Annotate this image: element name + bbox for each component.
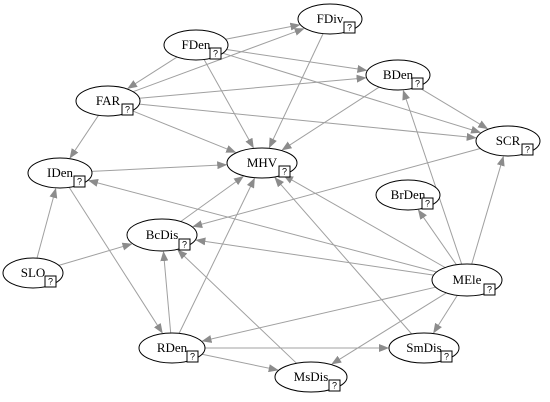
question-badge-icon[interactable]: [328, 379, 341, 392]
question-badge-label: ?: [190, 352, 195, 362]
question-badge-label: ?: [125, 105, 130, 115]
edge-iden-to-mhv: [91, 161, 228, 172]
edge-iden-to-rden: [68, 187, 163, 334]
edge-mele-to-scr: [471, 155, 505, 265]
node-mele[interactable]: MEle?: [431, 263, 503, 297]
edge-fden-to-scr: [222, 52, 482, 134]
question-badge-icon[interactable]: [483, 283, 496, 296]
question-badge-icon[interactable]: [209, 47, 222, 60]
node-slo[interactable]: SLO?: [2, 257, 64, 289]
node-bcdis[interactable]: BcDis?: [126, 218, 198, 252]
node-label: RDen: [157, 340, 188, 355]
question-badge-icon[interactable]: [44, 275, 57, 288]
edge-mele-to-msdis: [331, 292, 447, 365]
edge-far-to-bden: [139, 74, 367, 99]
edge-bden-to-mhv: [281, 86, 380, 151]
edge-mele-to-iden: [88, 179, 437, 273]
question-badge-icon[interactable]: [343, 21, 356, 34]
node-label: FDen: [182, 37, 211, 52]
edge-rden-to-msdis: [201, 353, 279, 373]
node-label: BrDen: [391, 187, 426, 202]
edge-far-to-mhv: [132, 110, 237, 153]
question-badge-icon[interactable]: [521, 143, 534, 156]
node-iden[interactable]: IDen?: [27, 157, 93, 189]
question-badge-icon[interactable]: [73, 175, 86, 188]
question-badge-label: ?: [525, 145, 530, 155]
edge-mele-to-rden: [201, 286, 436, 343]
question-badge-label: ?: [347, 23, 352, 33]
question-badge-label: ?: [487, 285, 492, 295]
edge-mele-to-mhv: [283, 175, 446, 268]
node-label: IDen: [47, 165, 73, 180]
question-badge-label: ?: [48, 277, 53, 287]
question-badge-icon[interactable]: [178, 238, 191, 251]
edge-scr-to-bcdis: [192, 148, 481, 229]
node-msdis[interactable]: MsDis?: [274, 361, 348, 393]
edge-mele-to-smdis: [433, 295, 458, 334]
edge-layer: [36, 22, 505, 373]
node-rden[interactable]: RDen?: [138, 332, 206, 364]
question-badge-label: ?: [213, 49, 218, 59]
edge-far-to-iden: [69, 115, 99, 159]
node-fden[interactable]: FDen?: [163, 29, 229, 61]
edge-fdiv-to-mhv: [268, 33, 324, 149]
node-mhv[interactable]: MHV?: [226, 147, 298, 179]
question-badge-label: ?: [77, 177, 82, 187]
node-far[interactable]: FAR?: [75, 85, 141, 117]
question-badge-label: ?: [282, 167, 287, 177]
node-label: SCR: [496, 133, 521, 148]
node-label: FAR: [96, 93, 121, 108]
edge-msdis-to-bcdis: [177, 249, 297, 364]
edge-fden-to-fdiv: [225, 22, 301, 40]
node-brden[interactable]: BrDen?: [375, 179, 441, 211]
edge-far-to-fdiv: [132, 28, 305, 93]
node-label: BDen: [383, 67, 414, 82]
edge-mele-to-bden: [402, 89, 463, 265]
node-label: FDiv: [317, 11, 344, 26]
edge-fden-to-far: [127, 56, 178, 89]
node-scr[interactable]: SCR?: [475, 125, 541, 157]
question-badge-icon[interactable]: [278, 165, 291, 178]
edge-fden-to-mhv: [203, 59, 254, 149]
edge-mele-to-brden: [417, 209, 457, 265]
node-smdis[interactable]: SmDis?: [388, 332, 460, 364]
node-label: MHV: [247, 155, 278, 170]
question-badge-label: ?: [415, 79, 420, 89]
node-bden[interactable]: BDen?: [365, 59, 431, 91]
edge-smdis-to-mhv: [274, 177, 413, 335]
edge-rden-to-mhv: [178, 177, 255, 334]
question-badge-label: ?: [425, 199, 430, 209]
question-badge-label: ?: [444, 352, 449, 362]
node-fdiv[interactable]: FDiv?: [297, 3, 363, 35]
question-badge-icon[interactable]: [440, 350, 453, 363]
question-badge-label: ?: [182, 240, 187, 250]
question-badge-icon[interactable]: [121, 103, 134, 116]
edge-bcdis-to-mhv: [180, 176, 244, 222]
question-badge-icon[interactable]: [421, 197, 434, 210]
node-label: MEle: [453, 272, 482, 287]
question-badge-icon[interactable]: [411, 77, 424, 90]
edge-bden-to-scr: [417, 86, 489, 130]
node-label: BcDis: [146, 227, 179, 242]
node-label: SLO: [21, 265, 46, 280]
edge-rden-to-bcdis: [160, 251, 172, 334]
edge-slo-to-iden: [36, 187, 58, 259]
node-label: MsDis: [294, 369, 329, 384]
edge-fden-to-bden: [226, 49, 368, 73]
node-label: SmDis: [406, 340, 441, 355]
node-layer: FDiv?FDen?BDen?FAR?SCR?MHV?IDen?BrDen?Bc…: [2, 3, 541, 393]
edge-slo-to-bcdis: [58, 242, 133, 266]
edge-mele-to-bcdis: [195, 237, 434, 276]
question-badge-icon[interactable]: [186, 350, 199, 363]
question-badge-label: ?: [332, 381, 337, 391]
edge-far-to-scr: [139, 103, 477, 141]
